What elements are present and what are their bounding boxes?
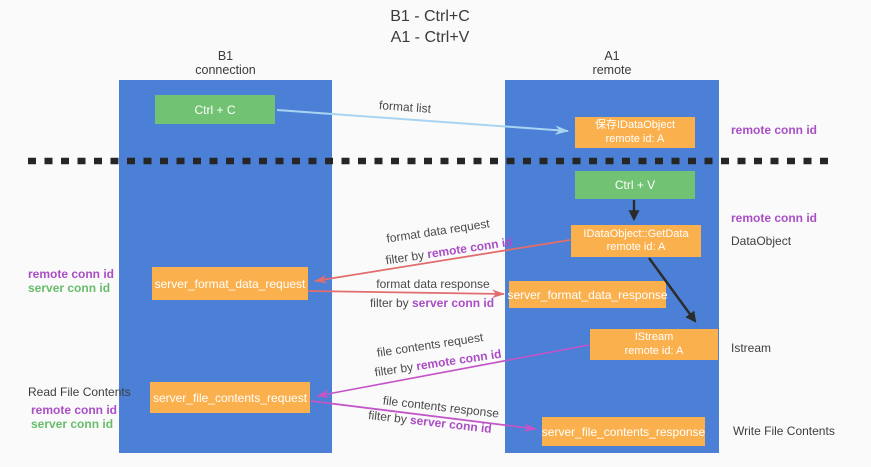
format-data-response-label: format data response: [376, 277, 490, 291]
format-data-response-filter: filter by server conn id: [370, 296, 494, 310]
lane-a1-role: remote: [592, 63, 632, 77]
node-saved-idataobject-line1: 保存IDataObject: [594, 119, 676, 131]
istream-label: Istream: [731, 341, 772, 355]
node-server-file-contents-response: server_file_contents_response: [542, 417, 705, 446]
node-istream-line2: remote id: A: [624, 344, 684, 357]
lane-b1-role: connection: [195, 63, 256, 77]
remote-conn-id-label-format: remote conn id: [28, 267, 115, 281]
lane-header-a1: A1 remote: [505, 49, 719, 77]
node-server-file-contents-request-label: server_file_contents_request: [152, 390, 308, 405]
node-ctrl-c: Ctrl + C: [155, 95, 275, 124]
node-istream: IStream remote id: A: [590, 329, 718, 360]
node-server-format-data-request-label: server_format_data_request: [154, 276, 306, 291]
remote-conn-id-key: remote conn id: [426, 234, 514, 262]
node-ctrl-v-label: Ctrl + V: [614, 178, 656, 192]
filter-by-text: filter by: [369, 296, 412, 310]
lane-a1-name: A1: [604, 49, 620, 63]
lane-header-b1: B1 connection: [119, 49, 332, 77]
remote-conn-id-label-file: remote conn id: [31, 403, 118, 417]
node-idataobject-getdata: IDataObject::GetData remote id: A: [571, 225, 701, 257]
node-idataobject-getdata-line2: remote id: A: [606, 241, 666, 253]
dataobject-label: DataObject: [731, 234, 792, 248]
remote-conn-id-label-ctrl-v: remote conn id: [731, 211, 818, 225]
write-file-contents-label: Write File Contents: [733, 424, 835, 438]
node-server-file-contents-response-label: server_file_contents_response: [541, 424, 706, 439]
node-idataobject-getdata-line1: IDataObject::GetData: [583, 227, 689, 240]
server-conn-id-key: server conn id: [411, 296, 495, 310]
read-file-contents-label: Read File Contents: [28, 385, 131, 399]
title-line-2: A1 - Ctrl+V: [390, 29, 470, 46]
server-conn-id-label-format: server conn id: [28, 281, 111, 295]
node-server-format-data-response-label: server_format_data_response: [507, 287, 668, 302]
node-server-format-data-response: server_format_data_response: [507, 281, 668, 308]
node-istream-line1: IStream: [634, 331, 674, 343]
filter-by-text: filter by: [384, 247, 429, 268]
diagram-title: B1 - Ctrl+C A1 - Ctrl+V: [280, 6, 580, 48]
format-list-label: format list: [378, 98, 432, 116]
node-saved-idataobject: 保存IDataObject remote id: A: [575, 117, 695, 148]
node-ctrl-c-label: Ctrl + C: [194, 102, 236, 117]
node-ctrl-v: Ctrl + V: [575, 171, 695, 199]
server-conn-id-label-file: server conn id: [31, 417, 114, 431]
filter-by-text: filter by: [367, 408, 411, 427]
title-line-1: B1 - Ctrl+C: [390, 8, 470, 25]
filter-by-text: filter by: [373, 359, 418, 380]
format-data-response-arrow: [307, 289, 506, 299]
lane-b1-name: B1: [217, 49, 234, 63]
node-server-file-contents-request: server_file_contents_request: [150, 382, 310, 413]
remote-conn-id-label-top: remote conn id: [731, 123, 818, 137]
node-saved-idataobject-line2: remote id: A: [605, 132, 665, 145]
node-server-format-data-request: server_format_data_request: [152, 267, 308, 300]
